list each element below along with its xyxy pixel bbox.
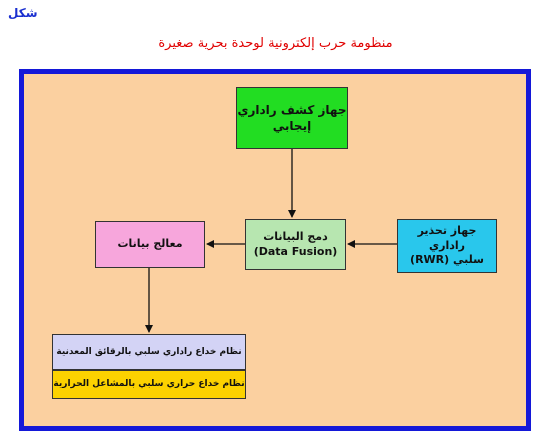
active-radar-detector-line2: إيجابي xyxy=(272,119,312,133)
rwr-box: جهاز تحذير راداري سلبي (RWR) xyxy=(397,219,497,273)
flare-system-label: نظام خداع حراري سلبي بالمشاعل الحرارية xyxy=(53,379,245,390)
chaff-system-label: نظام خداع راداري سلبي بالرقائق المعدنية xyxy=(56,346,242,357)
figure-label: شكل xyxy=(8,6,38,20)
active-radar-detector-line1: جهاز كشف راداري xyxy=(237,102,347,117)
data-fusion-line2: (Data Fusion) xyxy=(253,244,338,258)
data-processor-label: معالج بيانات xyxy=(117,237,183,251)
active-radar-detector-box: جهاز كشف راداري إيجابي xyxy=(236,87,348,149)
data-processor-box: معالج بيانات xyxy=(95,221,205,268)
rwr-line1: جهاز تحذير راداري xyxy=(417,223,477,252)
rwr-line2: سلبي (RWR) xyxy=(410,253,484,267)
diagram-title: منظومة حرب إلكترونية لوحدة بحرية صغيرة xyxy=(158,36,393,51)
data-fusion-box: دمج البيانات (Data Fusion) xyxy=(245,219,346,270)
data-fusion-line1: دمج البيانات xyxy=(263,229,328,243)
chaff-system-box: نظام خداع راداري سلبي بالرقائق المعدنية xyxy=(52,334,246,370)
flare-system-box: نظام خداع حراري سلبي بالمشاعل الحرارية xyxy=(52,370,246,399)
